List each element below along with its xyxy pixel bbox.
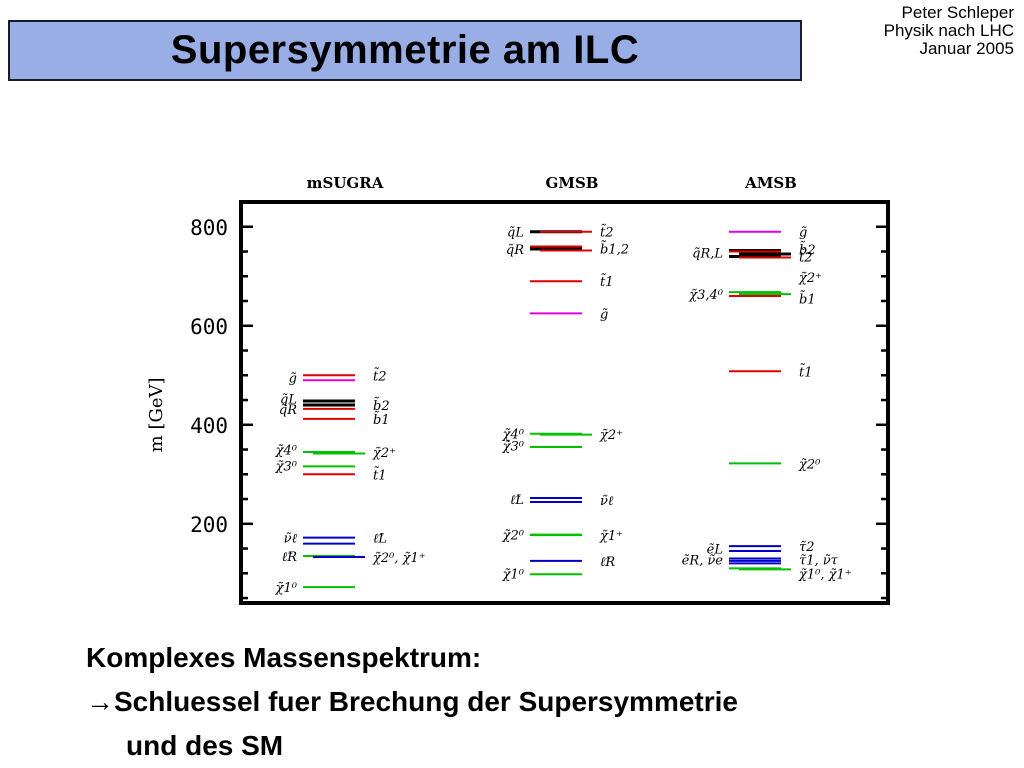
author-date: Januar 2005 xyxy=(919,39,1014,58)
y-tick-label: 600 xyxy=(190,315,228,339)
particle-label: χ̃2⁰ xyxy=(798,457,821,472)
particle-label: b̃2 xyxy=(799,241,816,258)
particle-label: ℓ̃L xyxy=(373,532,387,547)
particle-label: χ̃1⁰ xyxy=(275,581,298,596)
scenario-title: AMSB xyxy=(744,174,797,192)
particle-label: τ̃2 xyxy=(799,540,814,555)
particle-label: χ̃2⁰, χ̃1⁺ xyxy=(372,551,426,566)
bottom-line-3: und des SM xyxy=(126,730,284,761)
author-event: Physik nach LHC xyxy=(883,21,1014,40)
particle-label: τ̃1, ν̃τ xyxy=(799,553,839,568)
particle-label: g̃ xyxy=(289,372,297,387)
particle-label: χ̃3⁰ xyxy=(502,440,525,455)
particle-label: ν̃ℓ xyxy=(284,532,298,547)
particle-label: χ̃2⁰ xyxy=(502,529,525,544)
y-tick-label: 800 xyxy=(190,216,228,240)
particle-label: t̃1 xyxy=(373,466,387,483)
particle-label: ℓ̃L xyxy=(510,493,524,508)
scenario-title: mSUGRA xyxy=(307,174,384,192)
particle-label: χ̃2⁺ xyxy=(372,446,396,461)
author-name: Peter Schleper xyxy=(901,3,1014,22)
particle-label: b̃1,2 xyxy=(600,241,629,258)
title-banner: Supersymmetrie am ILC xyxy=(8,20,802,81)
particle-label: χ̃3⁰ xyxy=(275,459,298,474)
particle-label: b̃1 xyxy=(373,411,390,428)
particle-label: b̃1 xyxy=(799,291,816,308)
particle-label: χ̃4⁰ xyxy=(502,428,525,443)
particle-label: ẽL xyxy=(707,543,723,558)
particle-label: χ̃1⁰, χ̃1⁺ xyxy=(798,567,852,582)
particle-label: ℓ̃R xyxy=(600,555,615,570)
y-tick-label: 400 xyxy=(190,414,228,438)
particle-label: q̃L xyxy=(507,226,524,241)
particle-label: q̃R xyxy=(279,403,297,418)
author-block: Peter Schleper Physik nach LHC Januar 20… xyxy=(884,4,1014,58)
particle-label: t̃1 xyxy=(799,363,813,380)
particle-label: q̃R xyxy=(506,243,524,258)
particle-label: g̃ xyxy=(600,307,608,322)
particle-label: ν̃ℓ xyxy=(600,494,614,509)
particle-label: t̃2 xyxy=(799,249,813,266)
y-axis-label: m [GeV] xyxy=(146,377,167,452)
particle-label: χ̃1⁺ xyxy=(599,529,623,544)
chart-frame xyxy=(239,200,890,605)
particle-label: χ̃2⁺ xyxy=(599,428,623,443)
particle-label: t̃2 xyxy=(600,224,614,241)
particle-label: ℓ̃R xyxy=(282,550,297,565)
bottom-text: Komplexes Massenspektrum: →Schluessel fu… xyxy=(86,636,738,768)
particle-label: t̃1 xyxy=(600,273,614,290)
particle-label: χ̃2⁺ xyxy=(798,271,822,286)
scenario-title: GMSB xyxy=(546,174,599,192)
particle-label: χ̃1⁰ xyxy=(502,567,525,582)
particle-label: χ̃4⁰ xyxy=(275,444,298,459)
particle-label: ẽR, ν̃e xyxy=(682,553,724,568)
bottom-line-2: →Schluessel fuer Brechung der Supersymme… xyxy=(86,686,738,717)
bottom-line-1: Komplexes Massenspektrum: xyxy=(86,642,482,673)
particle-label: t̃2 xyxy=(373,367,387,384)
particle-label: q̃L xyxy=(280,393,297,408)
particle-label: b̃2 xyxy=(373,397,390,414)
page-title: Supersymmetrie am ILC xyxy=(170,28,640,72)
particle-label: χ̃3,4⁰ xyxy=(688,288,724,303)
particle-label: q̃R,L xyxy=(692,246,723,261)
y-tick-label: 200 xyxy=(190,513,228,537)
particle-label: g̃ xyxy=(799,226,807,241)
